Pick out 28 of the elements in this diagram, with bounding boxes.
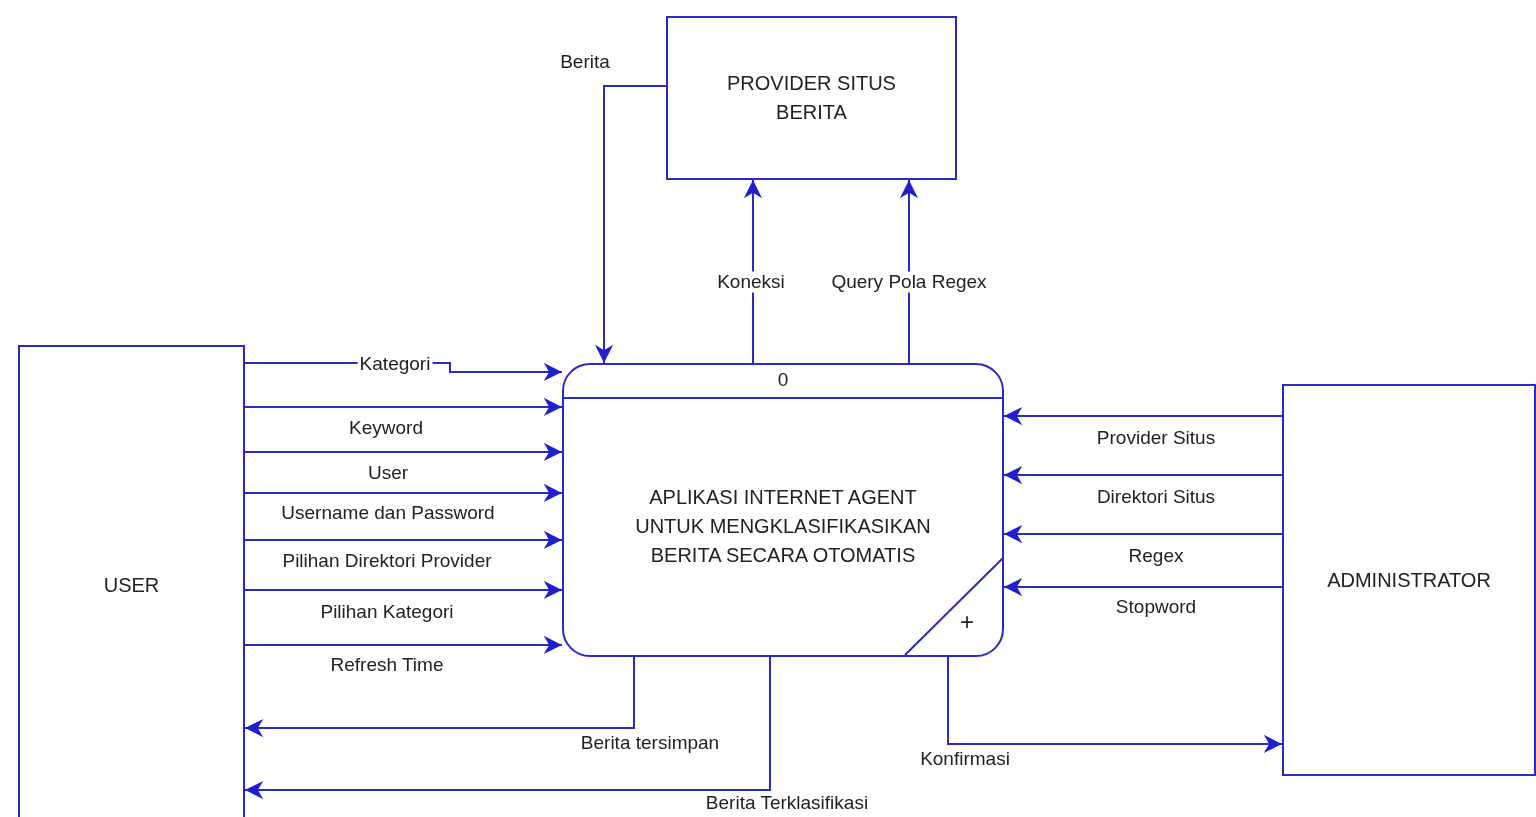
data-flow-arrow [899, 179, 919, 364]
entity-name: PROVIDER SITUS BERITA [726, 71, 897, 125]
process-box [562, 363, 1004, 657]
data-flow-arrow [244, 397, 563, 417]
data-flow-arrow [947, 656, 1283, 754]
data-flow-arrow [594, 85, 667, 364]
data-flow-arrow [1003, 406, 1283, 426]
external-entity-box [18, 345, 245, 817]
data-flow-arrow [244, 530, 563, 550]
edge-label: Query Pola Regex [829, 271, 989, 293]
data-flow-arrow [1003, 577, 1283, 597]
data-flow-arrow [743, 179, 763, 364]
process-number: 0 [776, 369, 790, 391]
data-flow-arrow [244, 442, 563, 462]
expand-mark: + [959, 608, 975, 636]
process-name: APLIKASI INTERNET AGENT UNTUK MENGKLASIFIKASIKAN BERITA SECARA OTOMATIS [634, 485, 932, 568]
entity-name: ADMINISTRATOR [1326, 567, 1492, 593]
external-entity-box [1282, 384, 1536, 776]
data-flow-arrow [1003, 524, 1283, 544]
data-flow-arrow [244, 656, 771, 800]
data-flow-arrow [244, 483, 563, 503]
data-flow-arrow [244, 635, 563, 655]
entity-name: USER [102, 572, 161, 598]
data-flow-arrow [1003, 465, 1283, 485]
external-entity-box [666, 16, 957, 180]
data-flow-arrow [244, 656, 635, 738]
edge-label: Koneksi [715, 271, 787, 293]
data-flow-arrow [244, 580, 563, 600]
